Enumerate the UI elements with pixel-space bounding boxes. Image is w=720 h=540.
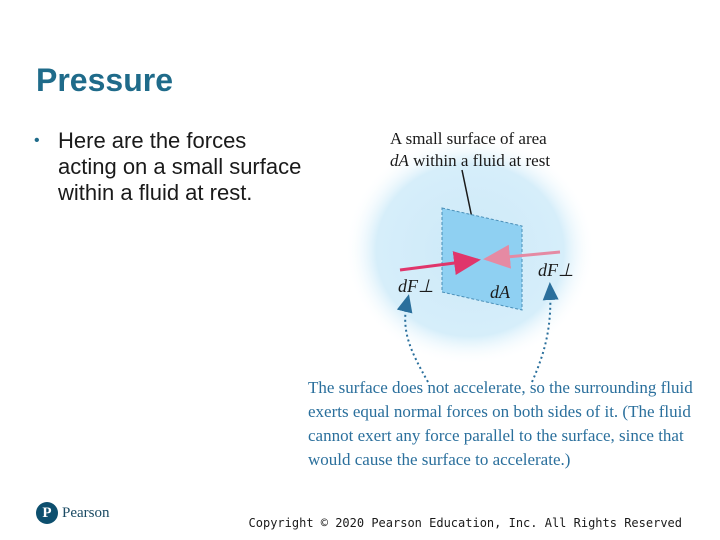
surface-label-math: dA [390,151,409,170]
pearson-logo: P Pearson [36,502,110,524]
surface-label: A small surface of area dA within a flui… [390,128,610,172]
surface-label-line1: A small surface of area [390,129,547,148]
figure-caption: The surface does not accelerate, so the … [308,378,693,469]
bullet-list: • Here are the forces acting on a small … [32,128,302,206]
dotted-arrow-left [396,294,429,383]
bullet-dot-icon: • [34,132,40,149]
surface-label-line2: within a fluid at rest [408,151,551,170]
bullet-item: • Here are the forces acting on a small … [32,128,302,206]
copyright-notice: Copyright © 2020 Pearson Education, Inc.… [248,516,682,530]
figure-drawing [345,135,595,383]
force-arrow-right [483,244,561,269]
force-arrow-left [399,251,481,275]
pearson-logo-icon: P [36,502,58,524]
small-surface [441,207,523,311]
force-label-right: dF⊥ [538,260,574,280]
area-label: dA [490,282,510,302]
slide-title: Pressure [36,62,173,98]
pearson-logo-text: Pearson [62,504,110,521]
bullet-text: Here are the forces acting on a small su… [58,128,302,205]
force-label-left: dF⊥ [398,276,434,296]
label-pointer-line [461,169,473,219]
fluid-surface-figure: A small surface of area dA within a flui… [300,120,700,500]
